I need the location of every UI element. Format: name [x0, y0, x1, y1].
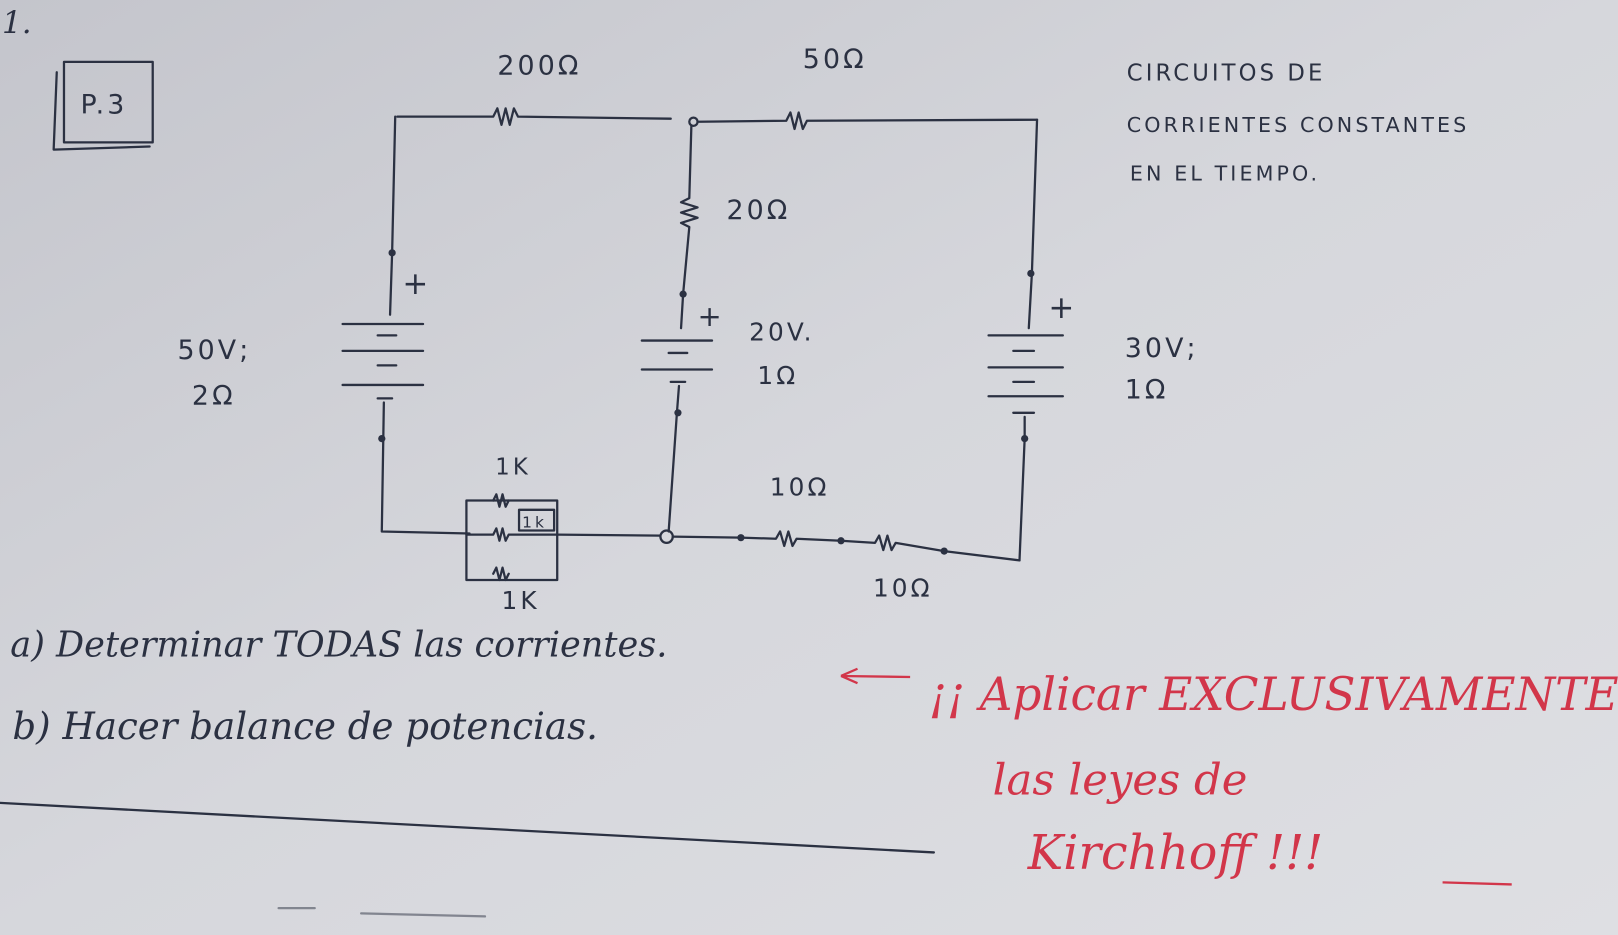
plus-right: + [1048, 290, 1077, 326]
circuit [341, 107, 1064, 582]
title-line-2: CORRIENTES CONSTANTES [1127, 113, 1470, 137]
resistor-50 [696, 111, 1039, 131]
corner-mark: 1. [2, 5, 32, 41]
label-r-2: 2Ω [192, 381, 236, 412]
battery-right [987, 334, 1064, 414]
problem-label: P.3 [80, 90, 127, 121]
label-r-1-right: 1Ω [1125, 374, 1169, 405]
label-r-10-b: 10Ω [873, 573, 933, 602]
battery-left [341, 322, 425, 400]
label-r-1-middle: 1Ω [757, 361, 798, 390]
battery-middle [640, 339, 714, 383]
note-line-1: ¡¡ Aplicar EXCLUSIVAMENTE [929, 668, 1618, 721]
parallel-resistors [465, 493, 559, 582]
label-1k-top: 1K [495, 455, 531, 481]
note-line-2: las leyes de [993, 756, 1248, 806]
problem-label-box: P.3 [52, 60, 154, 151]
red-note: ¡¡ Aplicar EXCLUSIVAMENTE las leyes de K… [840, 667, 1618, 886]
label-r-10-a: 10Ω [770, 472, 830, 501]
label-r-50: 50Ω [803, 44, 867, 75]
question-b: b) Hacer balance de potencias. [12, 705, 598, 748]
title-line-3: EN EL TIEMPO. [1130, 162, 1320, 186]
arrow-icon [840, 667, 911, 685]
note-line-3: Kirchhoff !!! [1027, 826, 1323, 881]
label-r-200: 200Ω [497, 50, 581, 81]
label-v-20: 20V. [749, 318, 814, 347]
divider-line [0, 801, 935, 854]
label-r-20: 20Ω [726, 195, 790, 226]
title-line-1: CIRCUITOS DE [1127, 60, 1326, 86]
plus-left: + [402, 266, 431, 302]
resistor-200 [396, 107, 672, 127]
label-v-30: 30V; [1125, 333, 1199, 364]
plus-middle: + [698, 299, 725, 333]
label-1k-bottom: 1K [501, 586, 539, 615]
label-1k-middle: 1k [522, 513, 547, 531]
question-a: a) Determinar TODAS las corrientes. [10, 624, 667, 665]
title: CIRCUITOS DE CORRIENTES CONSTANTES EN EL… [1127, 60, 1470, 186]
label-v-50: 50V; [177, 335, 251, 366]
